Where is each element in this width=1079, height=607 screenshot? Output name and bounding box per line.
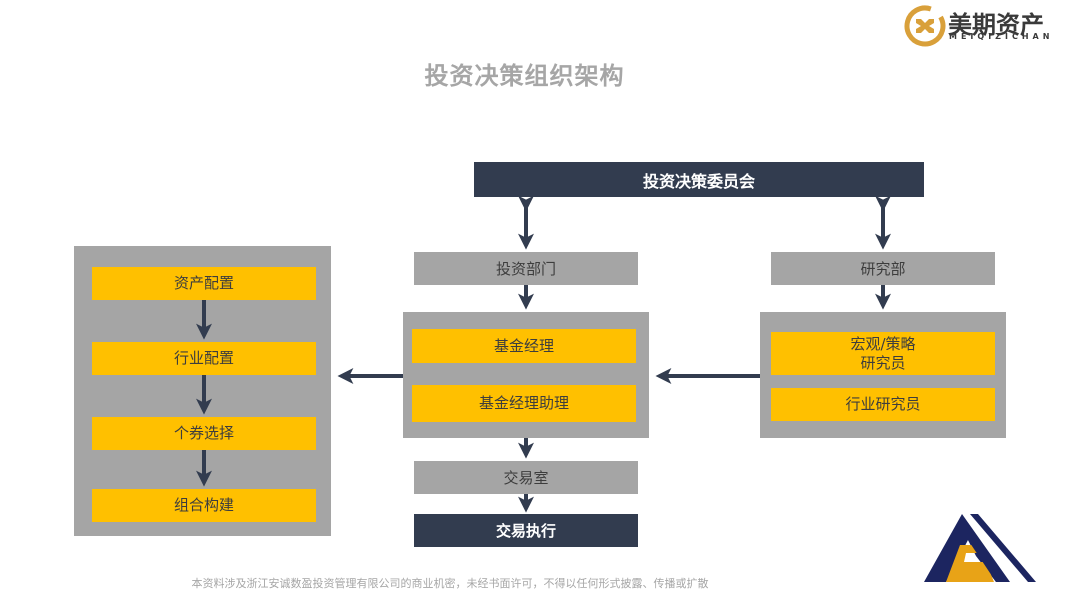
trading-room-box: 交易室 xyxy=(414,461,638,494)
page-title: 投资决策组织架构 xyxy=(424,62,625,90)
process-step-security-selection: 个券选择 xyxy=(92,417,316,450)
coin-logo-icon xyxy=(904,5,946,47)
process-step-asset-allocation: 资产配置 xyxy=(92,267,316,300)
brand-logo xyxy=(902,4,1074,48)
process-step-industry-allocation: 行业配置 xyxy=(92,342,316,375)
industry-researcher-box: 行业研究员 xyxy=(771,388,995,421)
fund-manager-assistant-box: 基金经理助理 xyxy=(412,385,636,422)
process-step-portfolio-construction: 组合构建 xyxy=(92,489,316,522)
brand-subtitle: MEIQIZICHAN xyxy=(949,32,1054,41)
brand-name: 美期资产 xyxy=(948,11,1044,39)
fund-manager-box: 基金经理 xyxy=(412,329,636,363)
footer-disclaimer: 本资料涉及浙江安诚数盈投资管理有限公司的商业机密，未经书面许可，不得以任何形式披… xyxy=(191,577,709,590)
corner-company-logo-icon xyxy=(924,514,1036,582)
research-dept-box: 研究部 xyxy=(771,252,995,285)
macro-strategy-researcher-box: 宏观/策略 研究员 xyxy=(771,332,995,375)
trade-execution-box: 交易执行 xyxy=(414,514,638,547)
investment-dept-box: 投资部门 xyxy=(414,252,638,285)
committee-box: 投资决策委员会 xyxy=(474,162,924,197)
